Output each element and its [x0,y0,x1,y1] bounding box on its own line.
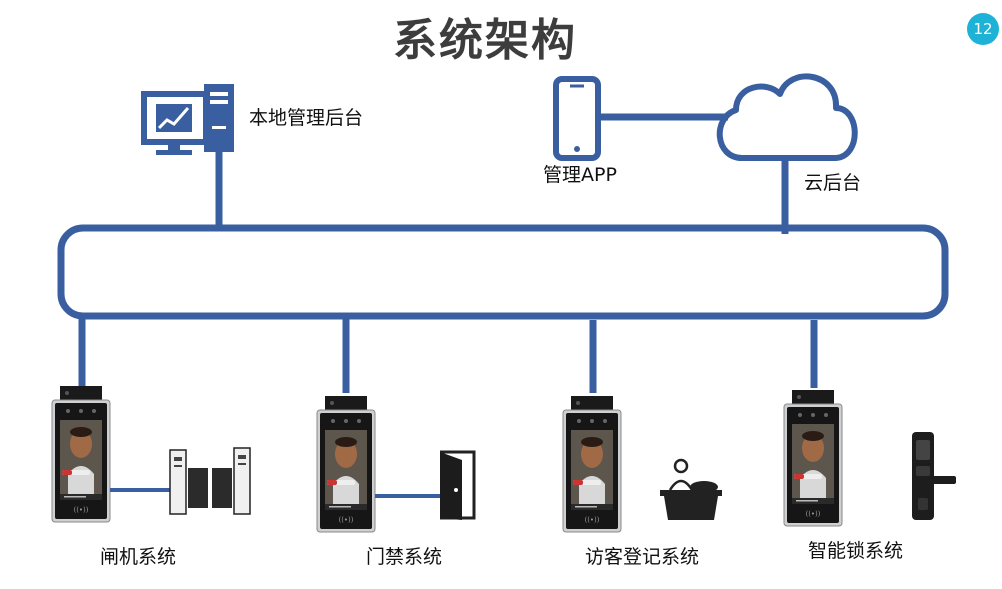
mobile-app-label: 管理APP [543,164,617,186]
network-bus [57,224,949,320]
page-title: 系统架构 [393,15,577,66]
door-icon [440,450,476,520]
computer-icon [141,84,234,155]
cloud-icon [716,73,858,161]
smart-lock-icon [912,432,956,520]
face-terminal-lock [783,389,843,527]
phone-icon [553,76,601,161]
cloud-label: 云后台 [804,172,862,194]
face-terminal-turnstile [51,385,111,523]
turnstile-gate-icon [169,447,251,515]
page-number-badge: 12 [967,13,999,45]
subsystem-label-access: 门禁系统 [366,546,443,568]
reception-desk-icon [660,458,722,520]
subsystem-label-visitor: 访客登记系统 [585,546,700,568]
face-terminal-visitor [562,395,622,533]
subsystem-label-turnstile: 闸机系统 [100,546,177,568]
local-admin-label: 本地管理后台 [249,107,364,129]
subsystem-label-lock: 智能锁系统 [808,540,904,562]
face-terminal-access [316,395,376,533]
